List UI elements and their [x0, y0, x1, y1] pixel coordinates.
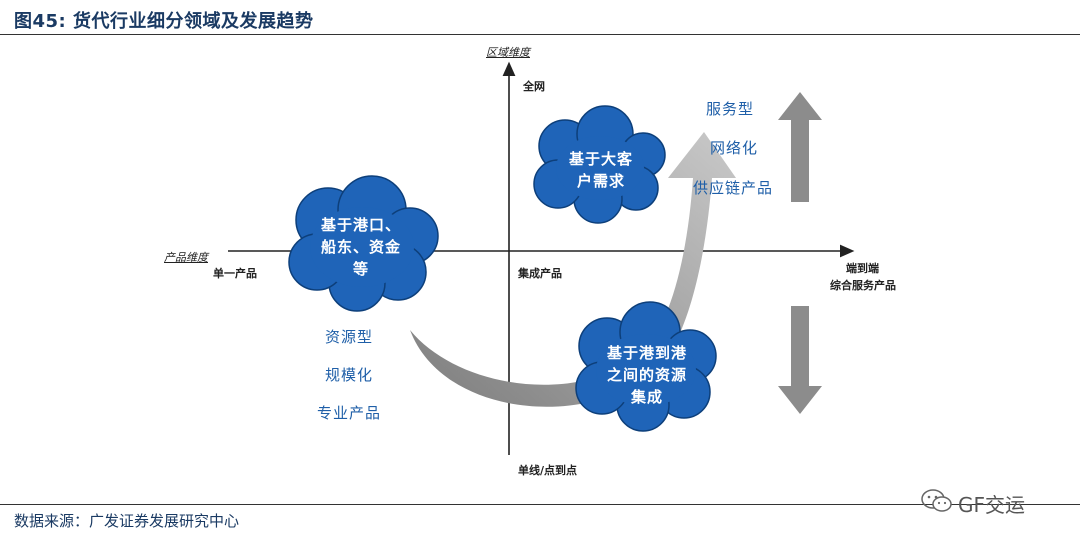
watermark: GF交运 [920, 488, 1025, 519]
y-axis-name: 区域维度 [486, 46, 530, 59]
cloud-port-shipping-text: 基于港口、 船东、资金 等 [320, 216, 401, 278]
x-axis-right-label-2: 综合服务产品 [830, 279, 896, 292]
trend-right-2: 网络化 [710, 139, 759, 157]
figure-title: 图45: 货代行业细分领域及发展趋势 [14, 11, 314, 32]
y-axis-top-label: 全网 [523, 80, 545, 93]
x-axis-left-label: 单一产品 [213, 267, 257, 280]
trend-right-3: 供应链产品 [693, 179, 774, 197]
up-arrow [778, 92, 822, 202]
x-axis-mid-label: 集成产品 [518, 267, 562, 280]
trend-left-3: 专业产品 [317, 404, 382, 422]
wechat-icon [920, 488, 954, 519]
source-note: 数据来源：广发证券发展研究中心 [14, 512, 240, 530]
trend-left-2: 规模化 [325, 366, 374, 384]
x-axis-name: 产品维度 [164, 251, 208, 264]
y-axis-bottom-label: 单线/点到点 [518, 464, 578, 477]
cloud-major-client [533, 105, 666, 224]
trend-right-1: 服务型 [706, 100, 755, 118]
cloud-port-shipping [288, 175, 439, 312]
cloud-port-to-port [575, 301, 717, 432]
bottom-rule [0, 504, 1080, 505]
trend-left-1: 资源型 [325, 328, 374, 346]
top-rule [0, 34, 1080, 35]
cloud-major-client-text: 基于大客 户需求 [568, 150, 633, 190]
down-arrow [778, 306, 822, 414]
x-axis-right-label-1: 端到端 [846, 262, 879, 275]
cloud-port-to-port-text: 基于港到港 之间的资源 集成 [606, 344, 687, 406]
watermark-text: GF交运 [958, 493, 1026, 517]
